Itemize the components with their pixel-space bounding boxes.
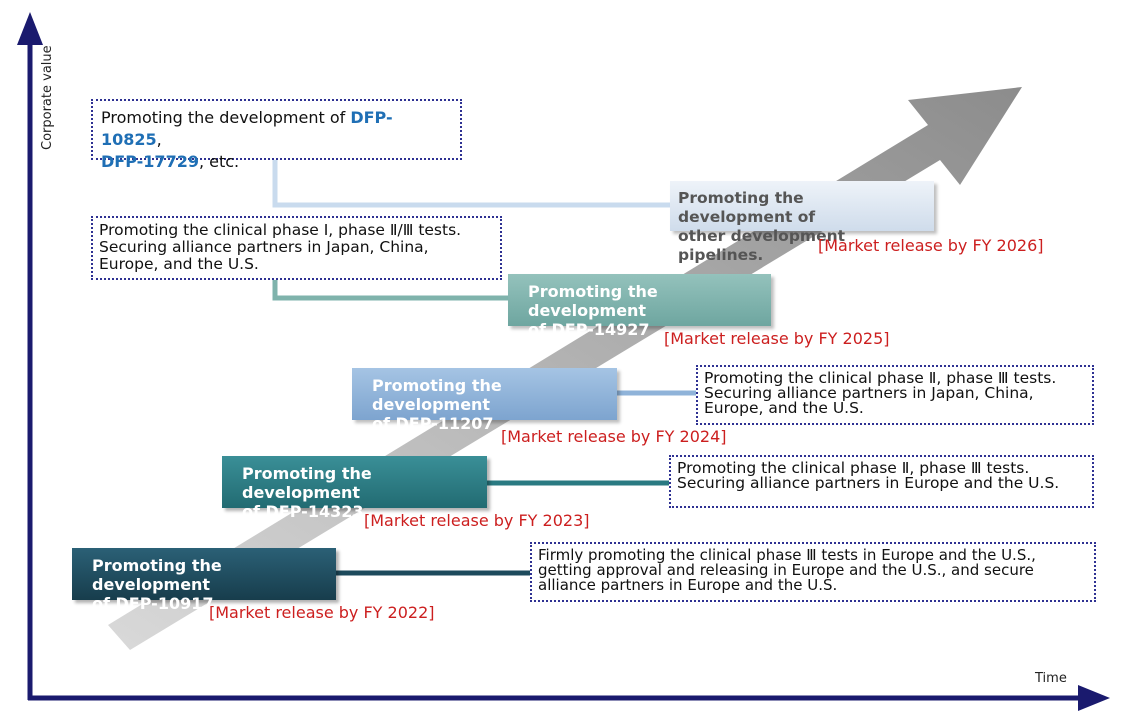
milestone-title-line2: other development pipelines.: [678, 227, 846, 264]
milestone-title-line2: of DFP-10917: [92, 594, 214, 613]
release-label-2026: [Market release by FY 2026]: [818, 236, 1044, 255]
note-line: Firmly promoting the clinical phase Ⅲ te…: [538, 546, 1036, 564]
milestone-box-dfp-10917: Promoting the development of DFP-10917: [72, 548, 336, 613]
milestone-title-line1: Promoting the development: [242, 464, 372, 502]
note-line: Securing alliance partners in Europe and…: [677, 474, 1060, 492]
connector-14927: [272, 278, 508, 301]
release-label-2025: [Market release by FY 2025]: [664, 329, 890, 348]
pipeline-dfp-10825: DFP-10825: [101, 108, 393, 149]
note-line: Europe, and the U.S.: [704, 399, 864, 417]
note-line: Securing alliance partners in Japan, Chi…: [99, 238, 429, 256]
x-axis-arrowhead: [1078, 685, 1110, 711]
note-text: Promoting the development of: [101, 108, 351, 127]
note-dfp-10917: Firmly promoting the clinical phase Ⅲ te…: [530, 542, 1096, 602]
milestone-title-line2: of DFP-14323: [242, 502, 364, 521]
milestone-box-dfp-11207: Promoting the development of DFP-11207: [352, 368, 617, 433]
release-label-2023: [Market release by FY 2023]: [364, 511, 590, 530]
x-axis-label: Time: [1035, 671, 1067, 686]
note-dfp-11207: Promoting the clinical phase Ⅱ, phase Ⅲ …: [696, 365, 1094, 425]
milestone-title-line2: of DFP-11207: [372, 414, 494, 433]
pipeline-dfp-17729: DFP-17729: [101, 152, 199, 171]
milestone-title-line1: Promoting the development of: [678, 189, 816, 226]
note-line: Promoting the clinical phase Ⅰ, phase Ⅱ/…: [99, 221, 462, 239]
note-comma: ,: [156, 130, 162, 149]
y-axis-arrowhead: [17, 12, 43, 45]
note-line: Promoting the clinical phase Ⅱ, phase Ⅲ …: [677, 459, 1030, 477]
milestone-box-dfp-14927: Promoting the development of DFP-14927: [508, 274, 771, 339]
y-axis-label: Corporate value: [40, 45, 55, 150]
milestone-title-line1: Promoting the development: [92, 556, 222, 594]
milestone-title-line1: Promoting the development: [528, 282, 658, 320]
note-other-pipelines: Promoting the development of DFP-10825 , …: [91, 99, 462, 171]
note-line: getting approval and releasing in Europe…: [538, 561, 1034, 579]
release-label-2024: [Market release by FY 2024]: [501, 427, 727, 446]
milestone-title-line1: Promoting the development: [372, 376, 502, 414]
release-label-2022: [Market release by FY 2022]: [209, 603, 435, 622]
connector-other: [272, 158, 670, 208]
milestone-box-other-pipelines: Promoting the development of other devel…: [670, 181, 934, 264]
note-dfp-14323: Promoting the clinical phase Ⅱ, phase Ⅲ …: [669, 455, 1094, 508]
note-text: , etc.: [198, 152, 240, 171]
note-line: Securing alliance partners in Japan, Chi…: [704, 384, 1034, 402]
note-line: alliance partners in Europe and the U.S.: [538, 576, 838, 594]
note-dfp-14927: Promoting the clinical phase Ⅰ, phase Ⅱ/…: [91, 216, 502, 280]
milestone-box-dfp-14323: Promoting the development of DFP-14323: [222, 456, 487, 521]
note-line: Europe, and the U.S.: [99, 255, 259, 273]
milestone-title-line2: of DFP-14927: [528, 320, 650, 339]
note-line: Promoting the clinical phase Ⅱ, phase Ⅲ …: [704, 369, 1057, 387]
